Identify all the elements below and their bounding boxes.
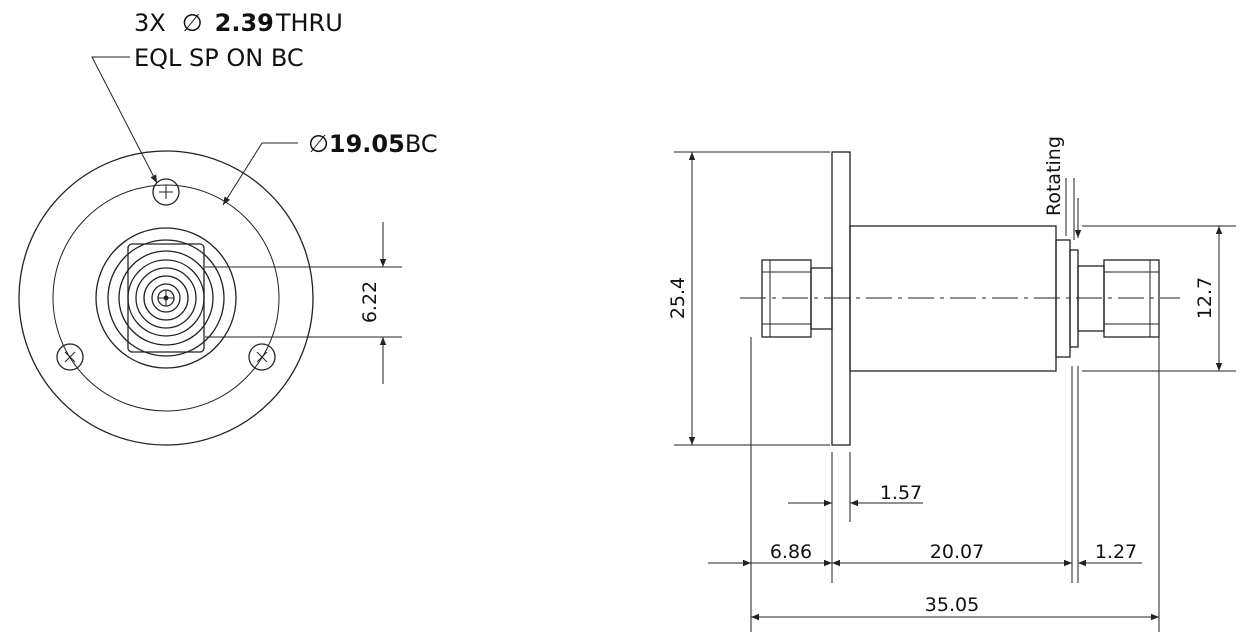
dim-127-label: 12.7	[1194, 277, 1216, 319]
hole-callout-line1: 3X ∅ 2.39THRU	[134, 9, 343, 37]
front-view: 6.22 3X∅2.39THRU EQL SP ON BC ∅19.05BC	[18, 9, 438, 446]
center-pin	[163, 295, 169, 301]
dim-254-label: 25.4	[667, 277, 689, 319]
dim-157-label: 1.57	[880, 482, 922, 504]
body-ring-4	[127, 259, 205, 337]
bc-suffix: BC	[405, 130, 438, 158]
hole-dia-value: 2.39	[215, 9, 274, 37]
body-ring-outer	[95, 227, 237, 369]
mounting-hole-right	[248, 343, 276, 371]
right-connector	[1077, 259, 1160, 338]
hole-count: 3X	[134, 9, 166, 37]
bc-callout: ∅19.05BC	[308, 130, 438, 158]
bc-dia-symbol: ∅	[308, 130, 329, 158]
body-ring-2	[107, 239, 225, 357]
dim-622-label: 6.22	[359, 281, 381, 323]
dim-686-label: 6.86	[770, 541, 812, 563]
mounting-hole-left	[56, 343, 84, 371]
mounting-hole-top	[152, 178, 180, 206]
rotating-label: Rotating	[1043, 136, 1065, 216]
hole-dia-symbol: ∅	[182, 9, 203, 37]
dielectric-ring	[151, 283, 181, 313]
hole-callout-leader	[91, 56, 158, 184]
body-ring-3	[118, 250, 214, 346]
hole-thru: THRU	[275, 9, 343, 37]
flange-outer-circle	[18, 150, 314, 446]
body-ring-5	[135, 267, 197, 329]
dim-3505-label: 35.05	[925, 594, 979, 616]
bc-callout-leader	[222, 142, 298, 206]
body-ring-6	[143, 275, 189, 321]
bc-value: 19.05	[329, 130, 405, 158]
dim-2007-label: 20.07	[930, 541, 984, 563]
side-view: 25.4 12.7 Rotating 1.57 6.86 20.07 1.27	[667, 136, 1236, 632]
hole-callout-line2: EQL SP ON BC	[134, 44, 304, 72]
left-connector	[761, 259, 833, 338]
dim-127b-label: 1.27	[1095, 541, 1137, 563]
